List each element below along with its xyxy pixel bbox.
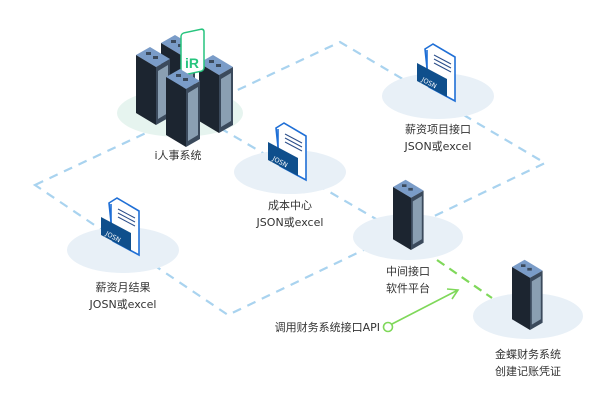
salary-item-node-base [382, 73, 494, 119]
middleware-to-kingdee-line [436, 259, 493, 299]
hr-node-label: i人事系统 [154, 147, 201, 164]
server-icon [512, 259, 543, 330]
hr-logo: iR [185, 55, 199, 71]
api-call-arrow [382, 288, 460, 333]
node-title: 薪资月结果 [95, 281, 151, 294]
node-subtitle: JSON或excel [256, 216, 324, 229]
node-subtitle: 创建记账凭证 [495, 365, 561, 378]
salary-month-node-base [67, 227, 179, 273]
server-icon [393, 179, 424, 250]
node-subtitle: 软件平台 [386, 282, 430, 295]
server-cluster-icon: iR [136, 28, 233, 147]
node-title: 成本中心 [267, 199, 312, 212]
api-call-label: 调用财务系统接口API [274, 321, 380, 334]
cost-node-label: 成本中心 JSON或excel [257, 197, 324, 231]
node-subtitle: JOSN或excel [89, 298, 157, 311]
node-title: 金蝶财务系统 [495, 348, 561, 361]
kingdee-node-label: 金蝶财务系统创建记账凭证 [495, 346, 561, 380]
node-title: 中间接口 [386, 265, 430, 278]
node-title: 薪资项目接口 [404, 123, 471, 136]
node-title: i人事系统 [154, 149, 202, 162]
salary-month-node-label: 薪资月结果 JOSN或excel [90, 279, 157, 313]
node-subtitle: JSON或excel [404, 140, 472, 153]
outer-flow-loop [32, 40, 548, 317]
salary-item-node-label: 薪资项目接口 JSON或excel [405, 121, 472, 155]
middleware-node-label: 中间接口软件平台 [386, 263, 430, 297]
